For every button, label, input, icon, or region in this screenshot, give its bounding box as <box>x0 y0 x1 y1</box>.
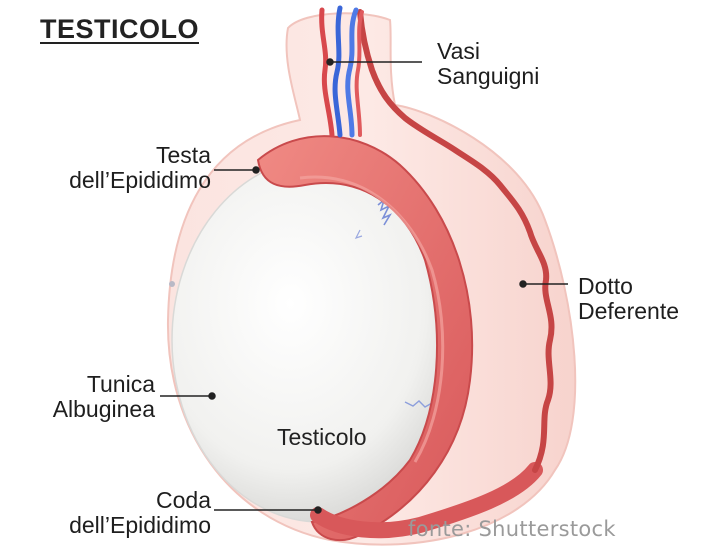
label-line: Vasi <box>437 39 539 64</box>
label-vessels: Vasi Sanguigni <box>437 39 539 89</box>
label-epididymis-head: Testa dell’Epididimo <box>18 143 211 193</box>
label-vas-deferens: Dotto Deferente <box>578 274 679 324</box>
label-tunica-albuginea: Tunica Albuginea <box>18 372 155 422</box>
label-line: dell’Epididimo <box>18 168 211 193</box>
label-line: Testa <box>18 143 211 168</box>
page-title: TESTICOLO <box>40 14 199 45</box>
label-line: Coda <box>18 488 211 513</box>
label-line: dell’Epididimo <box>18 513 211 538</box>
label-testis: Testicolo <box>277 424 366 451</box>
label-line: Dotto <box>578 274 679 299</box>
label-line: Deferente <box>578 299 679 324</box>
label-line: Sanguigni <box>437 64 539 89</box>
source-credit: fonte: Shutterstock <box>408 517 616 541</box>
label-line: Albuginea <box>18 397 155 422</box>
label-line: Tunica <box>18 372 155 397</box>
vein <box>335 8 340 135</box>
surface-dot <box>169 281 175 287</box>
label-epididymis-tail: Coda dell’Epididimo <box>18 488 211 538</box>
